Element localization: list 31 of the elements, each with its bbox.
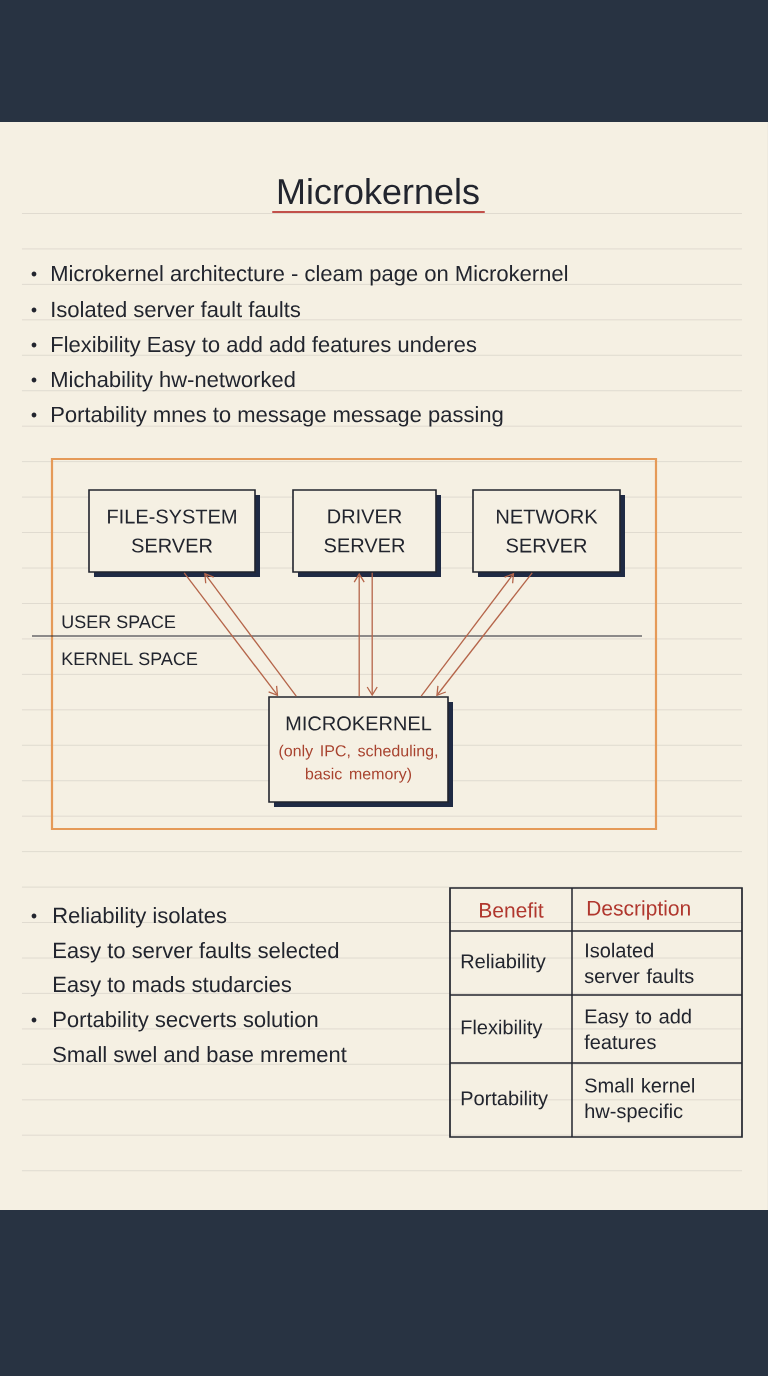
list-item: Reliability isolates — [54, 907, 227, 928]
list-item: Easy to mads studarcies — [54, 976, 292, 997]
region-label: KERNEL SPACE — [62, 652, 198, 666]
description-text: Easy to add features — [584, 1008, 691, 1050]
list-item: Small swel and base mrement — [53, 1046, 347, 1063]
column-heading: Benefit — [480, 902, 544, 918]
description-text: Isolated server faults — [584, 942, 694, 984]
list-item: Michability hw-networked — [52, 371, 295, 392]
arrow — [436, 572, 533, 697]
title: Microkernels — [278, 177, 479, 205]
arrow — [353, 572, 365, 697]
region-label: USER SPACE — [62, 615, 176, 629]
description-text: Small kernel hw-specific — [585, 1077, 694, 1123]
list-item: Portability mnes to message message passing — [52, 406, 503, 427]
row-heading: Reliability — [461, 953, 546, 973]
arrow — [420, 572, 515, 697]
list-item: Easy to server faults selected — [54, 942, 339, 963]
column-heading: Description — [587, 900, 690, 920]
arrow — [366, 572, 378, 697]
list-item: Isolated server fault faults — [52, 301, 301, 318]
arrow — [183, 572, 279, 697]
server-box: NETWORK SERVER — [472, 489, 625, 577]
row-heading: Portability — [461, 1090, 548, 1110]
list-item: Microkernel architecture - cleam page on Microkernel — [52, 265, 568, 286]
kernel-box: MICROKERNEL (only IPC, scheduling, basic memory) — [268, 696, 453, 807]
list-item: Portability secverts solution — [54, 1011, 318, 1032]
arrow — [204, 572, 297, 697]
server-box: FILE-SYSTEM SERVER — [88, 489, 260, 577]
row-heading: Flexibility — [461, 1019, 543, 1039]
list-item: Flexibility Easy to add add features underes — [52, 336, 477, 357]
server-box: DRIVER SERVER — [292, 489, 441, 577]
